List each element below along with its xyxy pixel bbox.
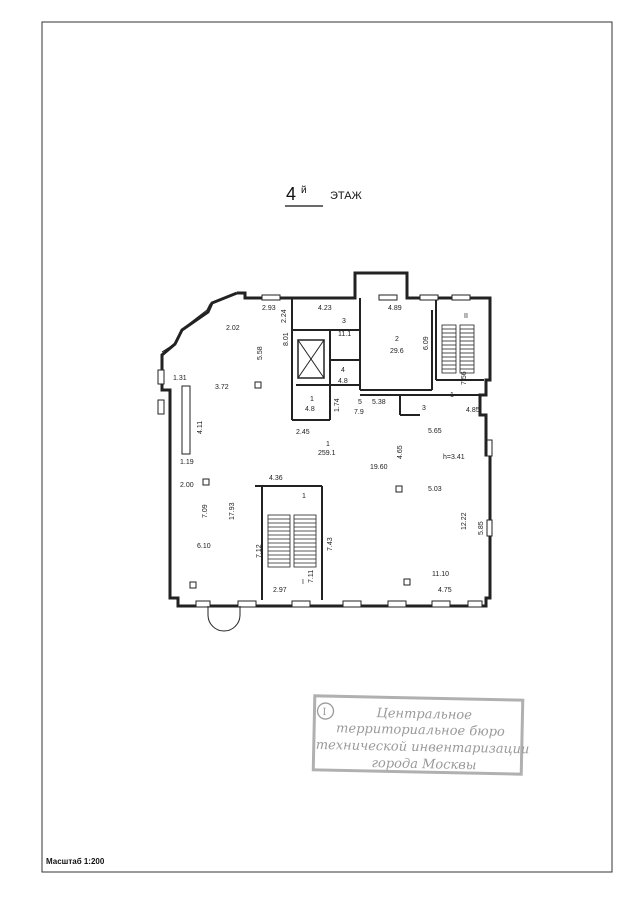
room-3b-number: 3 [422,405,426,412]
room-3-area: 11.1 [338,331,351,338]
dim-label: 12.22 [461,512,468,530]
svg-text:I: I [322,707,326,718]
stair-mark-I: I [302,579,304,586]
floor-suffix: й [301,185,307,196]
room-4-area: 4.8 [338,378,348,385]
floor-title: 4 й ЭТАЖ [285,184,362,207]
ceiling-height: h=3.41 [443,454,465,461]
scale-label: Масштаб 1:200 [46,857,105,866]
room-1-number: 1 [326,441,330,448]
dim-label: 7.09 [202,504,209,518]
room-1-area: 259.1 [318,450,336,457]
dim-label: 6.09 [423,336,430,350]
staircase-upper [441,324,475,374]
dim-label: 7.56 [461,371,468,385]
room-1b-number: 1 [310,396,314,403]
dim-label: 5.85 [478,521,485,535]
room-5-area: 7.9 [354,409,364,416]
dim-label: 5.65 [428,428,442,435]
dim-label: 2.97 [273,587,287,594]
dim-label: 5.58 [257,346,264,360]
stamp-line-1: Центральное [376,706,472,723]
dim-label: 7.12 [256,544,263,558]
dim-label: 1.31 [173,375,187,382]
room-5-number: 5 [358,399,362,406]
room-1b-area: 4.8 [305,406,315,413]
building-outline [160,271,492,608]
stamp-line-4: города Москвы [371,756,476,773]
dim-label: 5.03 [428,486,442,493]
bti-stamp: I Центральное территориальное бюро техни… [311,694,530,776]
sheet-border [41,21,613,873]
dim-label: 1.74 [334,398,341,412]
windows [157,294,493,608]
dim-label: 2.24 [281,309,288,323]
dim-label: 4.36 [269,475,283,482]
room-labels: 3 11.1 2 29.6 4 4.8 1 4.8 5 7.9 3 1 1 25… [302,313,468,586]
dim-label: 7.43 [327,537,334,551]
dim-label: 7.11 [308,570,315,583]
interior-walls [255,298,484,600]
room-3-number: 3 [342,318,346,325]
dim-label: 2.45 [296,429,310,436]
dim-label: 1.19 [180,459,194,466]
dim-label: 6.10 [197,543,211,550]
columns [189,381,411,589]
room-2-area: 29.6 [390,348,404,355]
room-2-number: 2 [395,336,399,343]
dim-label: 2.00 [180,482,194,489]
lift-shaft [297,339,325,379]
stair-mark-II: II [464,313,468,320]
floor-word: ЭТАЖ [330,190,362,202]
room-4-number: 4 [341,367,345,374]
dim-label: 19.60 [370,464,388,471]
floor-number: 4 [286,184,296,204]
dim-label: 11.10 [432,571,449,578]
dim-label: 4.85 [466,407,480,414]
dim-label: 2.93 [262,305,276,312]
room-1c-number: 1 [450,392,454,399]
dim-label: 2.02 [226,325,240,332]
dim-label: 5.38 [372,399,386,406]
room-1d-number: 1 [302,493,306,500]
dim-label: 8.01 [283,332,290,346]
staircase-lower [267,514,317,568]
dim-label: 3.72 [215,384,229,391]
dim-label: 4.65 [397,445,404,459]
dimension-labels: 2.93 4.23 4.89 2.02 2.24 8.01 5.58 6.09 … [173,305,485,594]
stamp-line-3: технической инвентаризации [316,738,530,757]
stamp-line-2: территориальное бюро [336,721,505,740]
dim-label: 4.23 [318,305,332,312]
dim-label: 4.11 [197,421,204,434]
dim-label: 4.89 [388,305,402,312]
dim-label: 17.93 [229,502,236,520]
bay-window [207,606,241,632]
dim-label: 4.75 [438,587,452,594]
